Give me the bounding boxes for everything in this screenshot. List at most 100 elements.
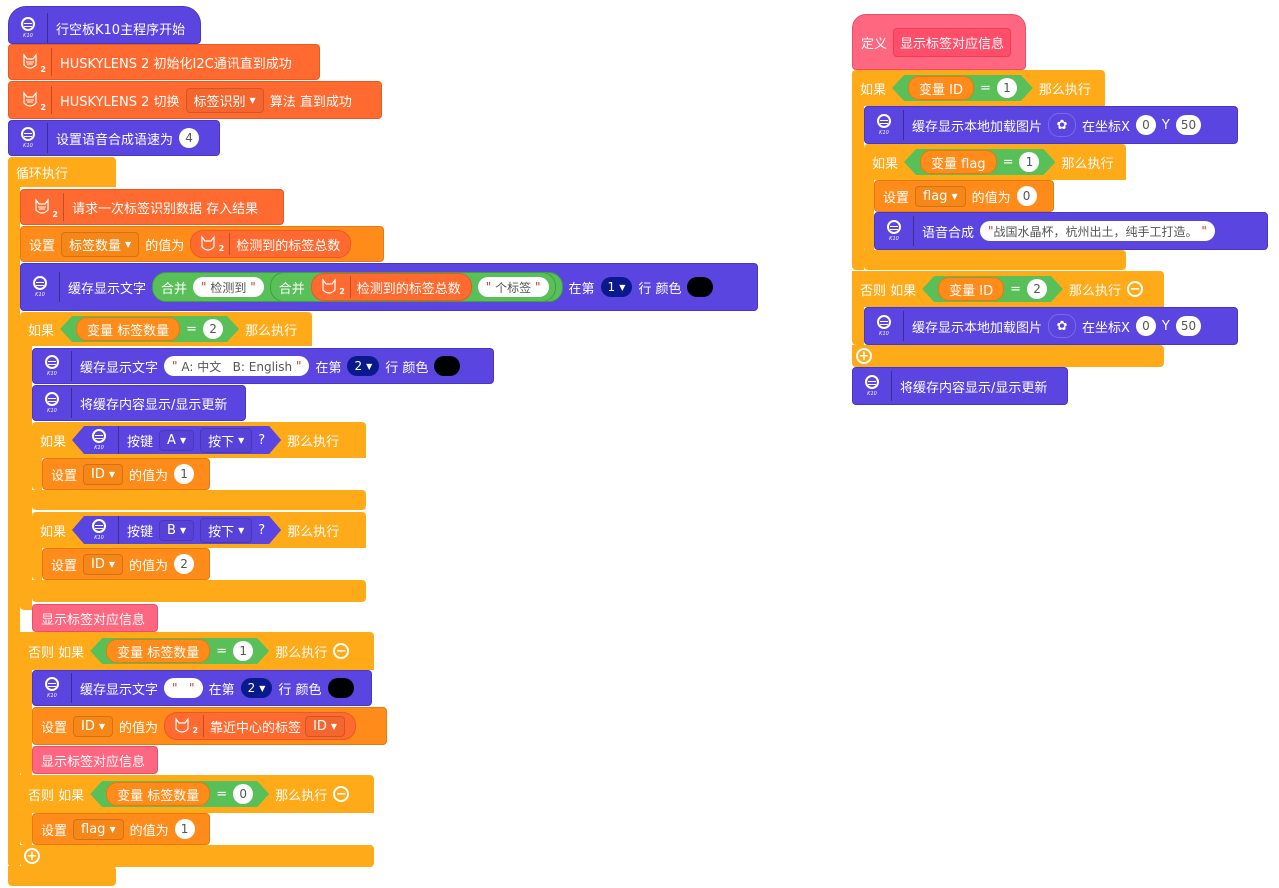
row-dropdown[interactable]: 2▼	[347, 356, 380, 376]
tag-total-reporter[interactable]: 2 检测到的标签总数	[190, 230, 352, 258]
variable-dropdown[interactable]: 标签数量▼	[61, 231, 140, 257]
else-if-id-2-block[interactable]: 否则 如果 变量 ID = 2 那么执行 −	[852, 271, 1164, 307]
k10-icon: K10	[41, 351, 72, 381]
value-input[interactable]: 2	[174, 554, 195, 574]
equals-condition[interactable]: 变量 flag = 1	[904, 149, 1055, 175]
value-input[interactable]: 0	[233, 784, 253, 804]
value-input[interactable]: 0	[1016, 186, 1037, 206]
key-dropdown[interactable]: B▼	[159, 520, 194, 541]
equals-condition[interactable]: 变量 标签数量 = 1	[90, 638, 269, 664]
value-input[interactable]: 1	[997, 78, 1017, 98]
remove-branch-icon[interactable]: −	[1127, 281, 1144, 297]
else-if-tag-count-0-block[interactable]: 否则 如果 变量 标签数量 = 0 那么执行 −	[20, 775, 374, 813]
color-picker[interactable]	[687, 277, 714, 297]
refresh-display-block[interactable]: K10 将缓存内容显示/显示更新	[852, 367, 1068, 405]
if-tag-count-2-block[interactable]: 如果 变量 标签数量 = 2 那么执行	[20, 312, 312, 346]
cache-display-image-block-2[interactable]: K10 缓存显示本地加载图片 ✿ 在坐标X 0 Y 50	[864, 307, 1238, 345]
join-reporter-outer[interactable]: 合并 " 检测到 " 合并 2 检测到的标签总数 " 个标签 "	[152, 272, 563, 302]
row-dropdown[interactable]: 1▼	[600, 277, 633, 297]
main-program-start-block[interactable]: K10 行空板K10主程序开始	[8, 6, 201, 44]
refresh-display-block[interactable]: K10 将缓存内容显示/显示更新	[32, 385, 246, 421]
block-label: 那么执行	[245, 323, 298, 339]
set-flag-0-block[interactable]: 设置 flag▼ 的值为 0	[874, 180, 1054, 212]
color-picker[interactable]	[327, 678, 354, 698]
if-id-1-block[interactable]: 如果 变量 ID = 1 那么执行	[852, 70, 1105, 106]
block-label: 行空板K10主程序开始	[56, 22, 186, 38]
variable-reporter[interactable]: 变量 flag	[920, 150, 997, 174]
variable-dropdown[interactable]: flag▼	[73, 818, 124, 840]
if-button-a-block[interactable]: 如果 K10 按键 A▼ 按下▼ ? 那么执行	[32, 422, 366, 458]
y-input[interactable]: 50	[1175, 316, 1202, 336]
value-input[interactable]: 2	[203, 319, 223, 339]
tag-total-reporter[interactable]: 2 检测到的标签总数	[310, 273, 472, 301]
y-input[interactable]: 50	[1175, 115, 1202, 135]
string-input[interactable]: " "	[164, 678, 203, 698]
set-id-2-block[interactable]: 设置 ID▼ 的值为 2	[42, 548, 210, 580]
equals-condition[interactable]: 变量 标签数量 = 2	[60, 316, 239, 342]
string-input[interactable]: " 个标签 "	[477, 277, 549, 297]
color-picker[interactable]	[434, 356, 461, 376]
cache-display-text-block-2[interactable]: K10 缓存显示文字 " A: 中文 B: English " 在第 2▼ 行 …	[32, 348, 494, 384]
cache-display-image-block-1[interactable]: K10 缓存显示本地加载图片 ✿ 在坐标X 0 Y 50	[864, 106, 1238, 144]
forever-loop-block[interactable]: 循环执行	[8, 157, 116, 187]
request-tag-data-block[interactable]: 2 请求一次标签识别数据 存入结果	[20, 189, 284, 225]
variable-dropdown[interactable]: ID▼	[73, 715, 114, 737]
huskylens-switch-algorithm-block[interactable]: 2 HUSKYLENS 2 切换 标签识别▼ 算法 直到成功	[8, 81, 382, 119]
row-dropdown[interactable]: 2▼	[240, 678, 273, 698]
join-reporter-inner[interactable]: 合并 2 检测到的标签总数 " 个标签 "	[269, 272, 556, 302]
state-dropdown[interactable]: 按下▼	[200, 428, 252, 453]
set-flag-1-block[interactable]: 设置 flag▼ 的值为 1	[32, 813, 210, 845]
value-input[interactable]: 2	[1027, 279, 1047, 299]
variable-dropdown[interactable]: ID▼	[83, 463, 124, 485]
procedure-name[interactable]: 显示标签对应信息	[893, 27, 1012, 57]
define-procedure-block[interactable]: 定义 显示标签对应信息	[852, 14, 1026, 70]
add-branch-icon[interactable]: +	[856, 348, 872, 364]
string-input[interactable]: " 检测到 "	[193, 277, 264, 297]
variable-reporter[interactable]: 变量 ID	[938, 277, 1004, 301]
variable-reporter[interactable]: 变量 标签数量	[76, 317, 180, 341]
equals-condition[interactable]: 变量 ID = 2	[922, 276, 1063, 302]
state-dropdown[interactable]: 按下▼	[200, 518, 252, 543]
question-mark: ?	[258, 522, 266, 538]
image-picker-gear-icon[interactable]: ✿	[1048, 314, 1077, 338]
if-flag-1-block[interactable]: 如果 变量 flag = 1 那么执行	[864, 144, 1126, 180]
huskylens-init-block[interactable]: 2 HUSKYLENS 2 初始化I2C通讯直到成功	[8, 44, 320, 80]
remove-branch-icon[interactable]: −	[333, 786, 350, 802]
add-branch-icon[interactable]: +	[24, 848, 40, 864]
button-pressed-condition[interactable]: K10 按键 B▼ 按下▼ ?	[72, 516, 281, 544]
variable-dropdown[interactable]: flag▼	[915, 185, 966, 207]
string-input[interactable]: "战国水晶杯，杭州出土，纯手工打造。 "	[980, 221, 1215, 241]
variable-reporter[interactable]: 变量 ID	[908, 76, 974, 100]
else-if-tag-count-1-block[interactable]: 否则 如果 变量 标签数量 = 1 那么执行 −	[20, 632, 374, 670]
set-tag-count-block[interactable]: 设置 标签数量▼ 的值为 2 检测到的标签总数	[20, 226, 384, 262]
field-dropdown[interactable]: ID▼	[305, 715, 346, 737]
set-speech-rate-block[interactable]: K10 设置语音合成语速为 4	[8, 120, 220, 156]
cache-display-text-block-1[interactable]: K10 缓存显示文字 合并 " 检测到 " 合并 2 检测到的标签总数 " 个标…	[20, 263, 758, 311]
equals-condition[interactable]: 变量 ID = 1	[892, 75, 1033, 101]
value-input[interactable]: 1	[174, 819, 195, 839]
value-input[interactable]: 1	[174, 464, 195, 484]
if-button-b-block[interactable]: 如果 K10 按键 B▼ 按下▼ ? 那么执行	[32, 512, 366, 548]
cache-display-text-block-3[interactable]: K10 缓存显示文字 " " 在第 2▼ 行 颜色	[32, 670, 372, 706]
call-show-tag-info-block[interactable]: 显示标签对应信息	[32, 604, 158, 632]
center-tag-reporter[interactable]: 2 靠近中心的标签 ID▼	[164, 712, 357, 740]
remove-branch-icon[interactable]: −	[333, 643, 350, 659]
value-input[interactable]: 1	[233, 641, 253, 661]
equals-condition[interactable]: 变量 标签数量 = 0	[90, 781, 269, 807]
variable-dropdown[interactable]: ID▼	[83, 553, 124, 575]
image-picker-gear-icon[interactable]: ✿	[1048, 113, 1077, 137]
variable-reporter[interactable]: 变量 标签数量	[106, 639, 210, 663]
x-input[interactable]: 0	[1135, 316, 1156, 336]
call-show-tag-info-block[interactable]: 显示标签对应信息	[32, 746, 158, 774]
value-input[interactable]: 1	[1019, 152, 1039, 172]
x-input[interactable]: 0	[1135, 115, 1156, 135]
speech-rate-input[interactable]: 4	[179, 128, 200, 148]
string-input[interactable]: " A: 中文 B: English "	[164, 356, 310, 376]
algorithm-dropdown[interactable]: 标签识别▼	[185, 87, 264, 113]
set-id-center-tag-block[interactable]: 设置 ID▼ 的值为 2 靠近中心的标签 ID▼	[32, 707, 387, 745]
variable-reporter[interactable]: 变量 标签数量	[106, 782, 210, 806]
key-dropdown[interactable]: A▼	[159, 430, 194, 451]
speech-synthesis-block[interactable]: K10 语音合成 "战国水晶杯，杭州出土，纯手工打造。 "	[874, 212, 1268, 250]
button-pressed-condition[interactable]: K10 按键 A▼ 按下▼ ?	[72, 426, 281, 454]
set-id-1-block[interactable]: 设置 ID▼ 的值为 1	[42, 458, 210, 490]
